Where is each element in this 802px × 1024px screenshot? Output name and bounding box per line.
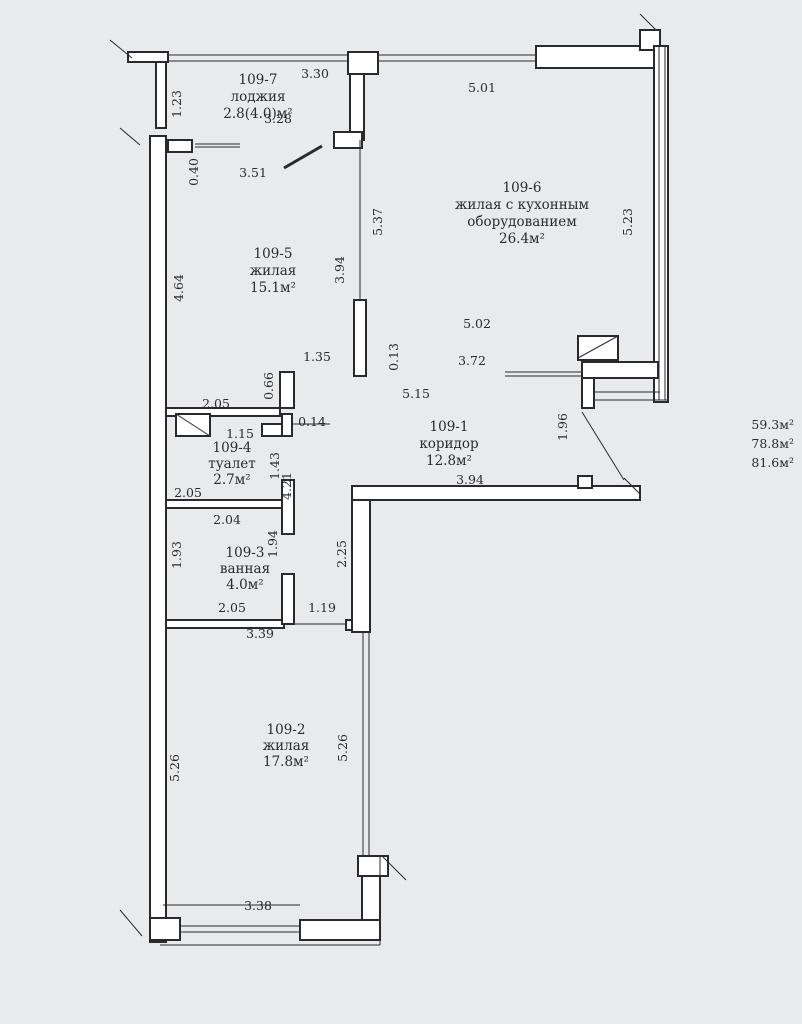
top-right-wall: [535, 45, 657, 69]
room-label: коридор: [419, 436, 478, 452]
shaft-diagonal: [577, 335, 619, 359]
dimension-label: 3.51: [239, 165, 267, 180]
loggia-top-left-wall: [127, 51, 169, 63]
dimension-label: 0.66: [261, 372, 276, 400]
right-outer-wall: [653, 45, 669, 403]
room-label: 12.8м²: [426, 453, 472, 469]
toilet-right-wall-top: [279, 371, 295, 409]
dimension-label: 5.02: [463, 316, 491, 331]
dimension-label: 5.26: [335, 734, 350, 762]
kitchen-step-wall: [581, 377, 595, 409]
break-line: [119, 909, 143, 937]
room-label: 109-5: [254, 246, 293, 262]
ventilation-shaft: [577, 335, 619, 361]
room-label: оборудованием: [467, 214, 577, 230]
dimension-label: 1.19: [308, 600, 336, 615]
toilet-door-mark: [261, 423, 283, 437]
room-label: 109-4: [213, 440, 252, 456]
room-label: 109-2: [267, 722, 306, 738]
dimension-label: 5.01: [468, 80, 496, 95]
dimension-label: 0.13: [386, 343, 401, 371]
room-label: жилая: [250, 263, 297, 279]
break-line: [109, 39, 133, 59]
dimension-label: 3.28: [264, 111, 292, 126]
dimension-label: 2.05: [174, 485, 202, 500]
dimension-label: 5.23: [620, 208, 635, 236]
dimension-label: 5.37: [370, 208, 385, 236]
dimension-label: 3.38: [244, 898, 272, 913]
room-label: жилая с кухонным: [455, 197, 590, 213]
room-label: 2.7м²: [213, 472, 250, 488]
room-label: 4.0м²: [226, 577, 263, 593]
room-label: 17.8м²: [263, 754, 309, 770]
dimension-label: 2.04: [213, 512, 241, 527]
partition-wall: [353, 299, 367, 377]
dimension-label: 2.05: [202, 396, 230, 411]
dimension-label: 5.15: [402, 386, 430, 401]
toilet-bath-right-wall: [281, 479, 295, 535]
left-outer-wall: [149, 135, 167, 943]
room-label: туалет: [208, 456, 256, 472]
toilet-top-wall: [165, 407, 281, 417]
dimension-label: 1.35: [303, 349, 331, 364]
kitchen-step-wall: [581, 361, 659, 379]
loggia-left-wall: [155, 61, 167, 129]
room-label: 109-3: [226, 545, 265, 561]
total-area: 78.8м²: [751, 436, 794, 451]
toilet-bottom-wall: [165, 499, 285, 509]
break-line: [623, 477, 641, 495]
dimension-label: 2.05: [218, 600, 246, 615]
room-label: 2.8(4.0)м²: [223, 106, 292, 122]
dimension-label: 3.30: [301, 66, 329, 81]
room-label: 15.1м²: [250, 280, 296, 296]
bath-right-wall: [281, 573, 295, 625]
corridor-door-jamb: [577, 475, 593, 489]
dimension-label: 4.64: [171, 274, 186, 302]
corridor-door-line: [581, 411, 625, 481]
room-label: жилая: [263, 738, 310, 754]
dimension-label: 4.21: [279, 472, 294, 500]
corridor-bottom-wall: [351, 485, 641, 501]
shaft-diagonal: [175, 413, 211, 437]
total-area: 59.3м²: [751, 417, 794, 432]
dimension-label: 2.25: [334, 540, 349, 568]
dimension-label: 3.39: [246, 626, 274, 641]
room-label: 109-6: [503, 180, 542, 196]
dimension-label: 1.43: [267, 452, 282, 480]
loggia-door-leaf: [283, 144, 323, 170]
dimension-label: 1.94: [265, 530, 280, 558]
break-line: [119, 127, 141, 146]
bedroom-right-wall-corner: [357, 855, 389, 877]
dimension-label: 1.93: [169, 541, 184, 569]
room-label: 109-1: [430, 419, 469, 435]
walls: [109, 13, 669, 946]
dimension-label: 0.40: [186, 158, 201, 186]
total-area: 81.6м²: [751, 455, 794, 470]
bottom-right-wall: [299, 919, 381, 941]
loggia-right-wall: [349, 73, 365, 141]
loggia-bottom-wall: [167, 139, 193, 153]
room-label: 109-7: [239, 72, 278, 88]
dimension-label: 0.14: [298, 414, 326, 429]
bottom-left-corner: [149, 917, 181, 941]
dimension-label: 3.72: [458, 353, 486, 368]
dimension-label: 5.26: [167, 754, 182, 782]
break-line: [381, 855, 407, 881]
dimension-label: 1.23: [169, 90, 184, 118]
toilet-door-jamb: [281, 413, 293, 437]
loggia-door-jamb: [333, 131, 363, 149]
dimension-label: 1.15: [226, 426, 254, 441]
corridor-left-wall: [351, 485, 371, 633]
dimension-label: 3.94: [332, 256, 347, 284]
room-label: 26.4м²: [499, 231, 545, 247]
room-label: ванная: [220, 561, 270, 577]
dimension-label: 1.96: [555, 413, 570, 441]
loggia-top-right-wall: [347, 51, 379, 75]
room-label: лоджия: [231, 89, 286, 105]
dimension-label: 3.94: [456, 472, 484, 487]
